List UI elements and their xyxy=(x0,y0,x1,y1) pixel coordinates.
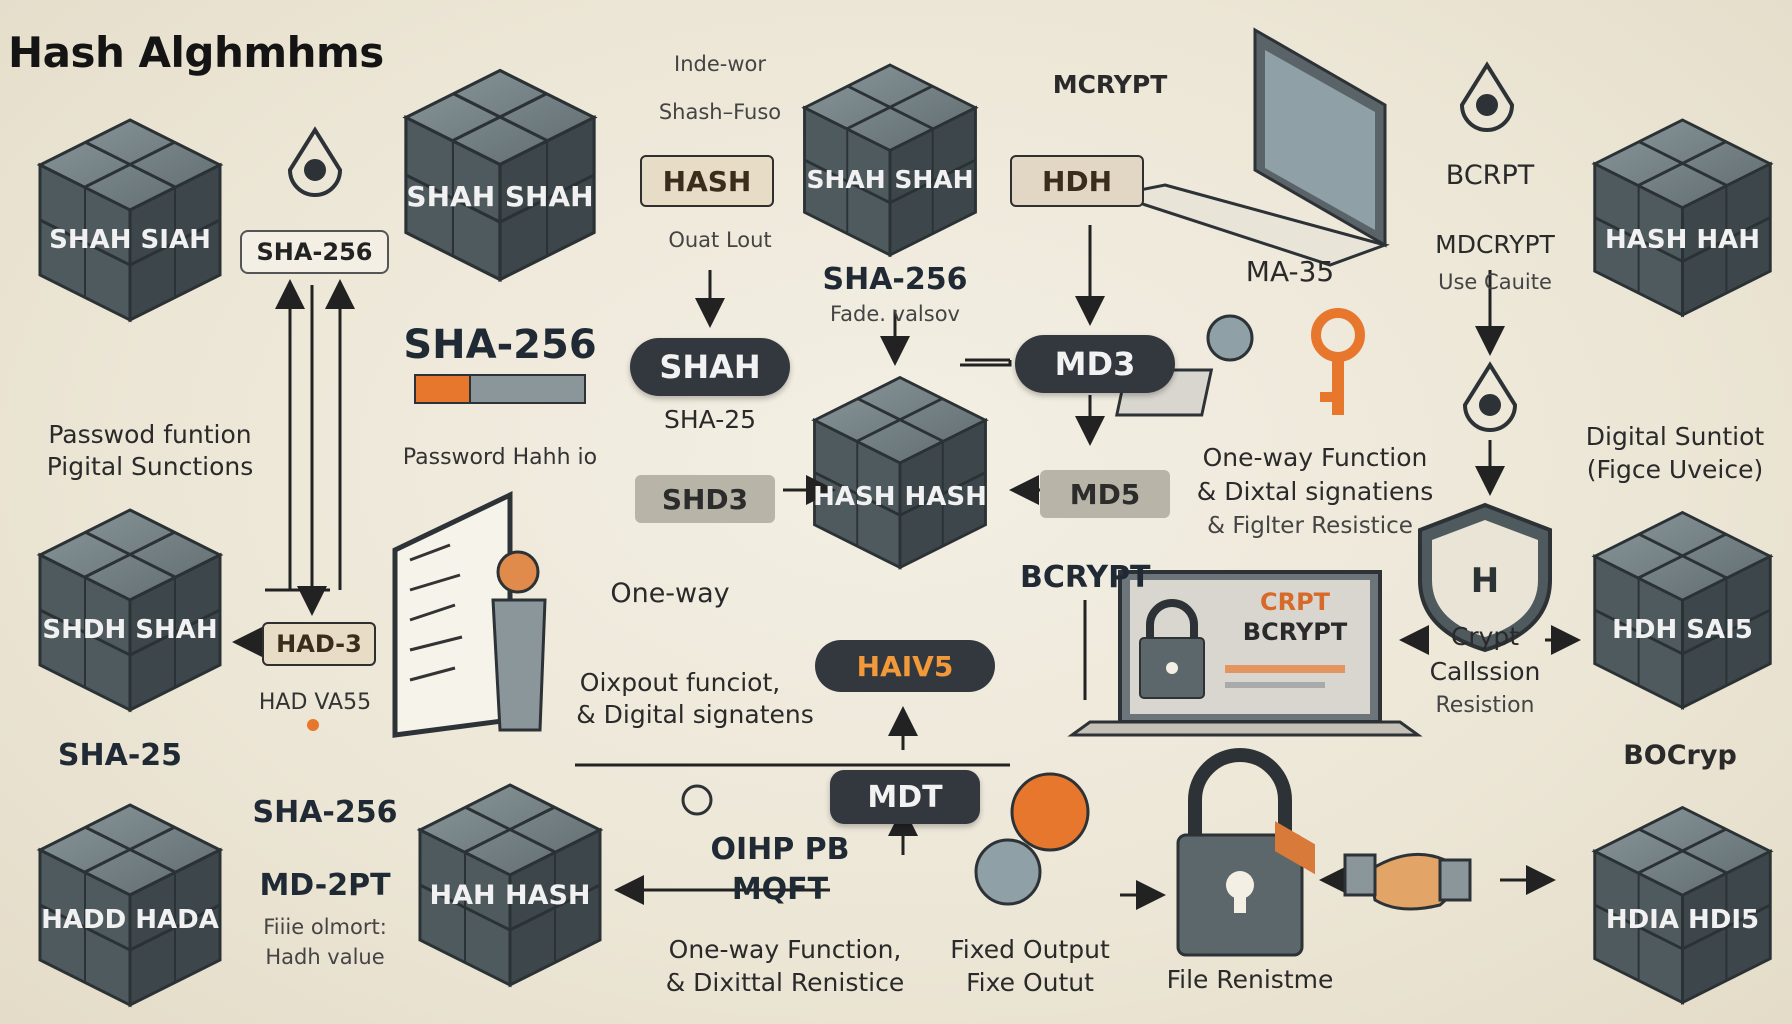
pill-had3: HAD-3 xyxy=(262,622,376,666)
hash-cube-1 xyxy=(38,118,222,322)
label-hadh-value: Hadh value xyxy=(265,945,385,969)
label-figce-uveice: (Figce Uveice) xyxy=(1586,455,1764,484)
hash-cube-3 xyxy=(803,63,977,257)
person-whiteboard-icon xyxy=(392,491,547,738)
cube-label-4: HASH HAH xyxy=(1604,225,1761,255)
label-ouat-lout: Ouat Lout xyxy=(668,228,772,252)
cube-label-9: HAH HASH xyxy=(429,880,591,911)
orange-card-icon xyxy=(414,374,586,404)
hash-cube-4 xyxy=(1593,118,1772,317)
svg-text:H: H xyxy=(1471,561,1499,601)
key-icon xyxy=(1311,308,1365,415)
label-figlter-resistice: & Figlter Resistice xyxy=(1207,513,1413,539)
label-bcrypt-mid: BCRYPT xyxy=(1020,560,1151,595)
hash-cube-7 xyxy=(1593,511,1772,709)
drop-badge-icon xyxy=(287,61,1518,432)
label-fiiie-olmort: Fiiie olmort: xyxy=(263,915,387,939)
label-oixpout-funciot: Oixpout funciot, xyxy=(579,668,781,697)
label-mcrypt-top: MCRYPT xyxy=(1052,70,1168,99)
label-shash-fuso: Shash–Fuso xyxy=(658,100,782,124)
cube-label-8: HADD HADA xyxy=(41,905,219,935)
label-sha256-bottom: SHA-256 xyxy=(252,795,398,830)
cube-label-5: HASH HASH xyxy=(813,482,987,512)
label-digital-suntiot: Digital Suntiot xyxy=(1585,422,1765,451)
label-mdcrypt-right: MDCRYPT xyxy=(1435,230,1555,259)
orange-dot-icon xyxy=(307,719,319,731)
handshake-icon xyxy=(1343,852,1472,911)
label-had-vas5: HAD VA55 xyxy=(258,690,372,715)
cube-label-6: SHDH SHAH xyxy=(42,615,218,645)
padlock-icon xyxy=(1176,748,1304,957)
pill-md3: MD3 xyxy=(1015,335,1175,393)
hash-cube-5 xyxy=(813,376,987,569)
hash-cube-2 xyxy=(404,68,596,282)
laptop-icon xyxy=(1109,27,1390,875)
orange-shield-badge xyxy=(974,772,1090,906)
label-one-way-bottom: One-way Function, xyxy=(668,935,902,964)
cube-label-10: HDIA HDI5 xyxy=(1605,905,1760,935)
label-crypt: Crypt xyxy=(1450,622,1520,651)
label-pigital-sunctions: Pigital Sunctions xyxy=(46,452,254,481)
label-oihpb: OIHP PB xyxy=(710,832,850,867)
pin-icon xyxy=(681,784,713,816)
pill-hash-top: HASH xyxy=(640,155,774,207)
label-bocryp: BOCryp xyxy=(1623,740,1737,771)
cube-label-2: SHAH SHAH xyxy=(406,180,594,213)
label-mqft: MQFT xyxy=(731,872,829,907)
label-bcrypt-right: BCRPT xyxy=(1445,160,1535,191)
label-file-renistance: File Renistme xyxy=(1166,965,1334,994)
pill-mdt: MDT xyxy=(830,770,980,824)
label-crpt-screen: CRPT xyxy=(1259,588,1331,616)
label-fade-valsov: Fade. valsov xyxy=(830,302,960,326)
pill-shd3: SHD3 xyxy=(635,475,775,523)
cube-label-3: SHAH SHAH xyxy=(806,165,974,194)
hash-cube-6 xyxy=(38,508,222,712)
label-sha256-center: SHA-256 xyxy=(822,262,968,297)
label-sha256-big: SHA-256 xyxy=(403,322,597,368)
label-passwod-funtion: Passwod funtion xyxy=(48,420,252,449)
label-dixtal-signatiens: & Dixtal signatiens xyxy=(1196,477,1434,506)
cube-label-1: SHAH SIAH xyxy=(49,225,211,255)
label-sha25-center: SHA-25 xyxy=(663,405,757,434)
page-title: Hash Alghmhms xyxy=(8,28,384,77)
label-password-hash: Password Hahh io xyxy=(402,445,598,470)
pill-haiv5: HAIV5 xyxy=(815,640,995,692)
label-bcrypt-screen: BCRYPT xyxy=(1242,618,1348,646)
label-one-way-center: One-way xyxy=(610,578,730,609)
shield-icon: H xyxy=(1418,502,1552,653)
pill-md5: MD5 xyxy=(1040,470,1170,518)
label-inde-wor: Inde-wor xyxy=(674,52,766,76)
label-callssion: Callssion xyxy=(1429,657,1541,686)
label-use-caute: Use Cauite xyxy=(1438,270,1552,294)
label-digital-signatens: & Digital signatens xyxy=(576,700,814,729)
label-one-way-fn-right: One-way Function xyxy=(1202,443,1428,472)
label-sha25-left: SHA-25 xyxy=(57,738,183,773)
pill-shah: SHAH xyxy=(630,338,790,396)
tag-sha256: SHA-256 xyxy=(240,230,389,274)
label-fixe-outut: Fixe Outut xyxy=(966,968,1094,997)
pill-hdh-top: HDH xyxy=(1010,155,1144,207)
cube-label-7: HDH SAI5 xyxy=(1612,615,1753,645)
label-dixittal-bottom: & Dixittal Renistice xyxy=(665,968,905,997)
label-ma35: MA-35 xyxy=(1245,255,1335,288)
label-resistion: Resistion xyxy=(1435,693,1535,718)
label-md2pt: MD-2PT xyxy=(259,868,391,903)
laptop-screen-bcrypt xyxy=(1067,570,1423,737)
label-fixed-output: Fixed Output xyxy=(950,935,1110,964)
